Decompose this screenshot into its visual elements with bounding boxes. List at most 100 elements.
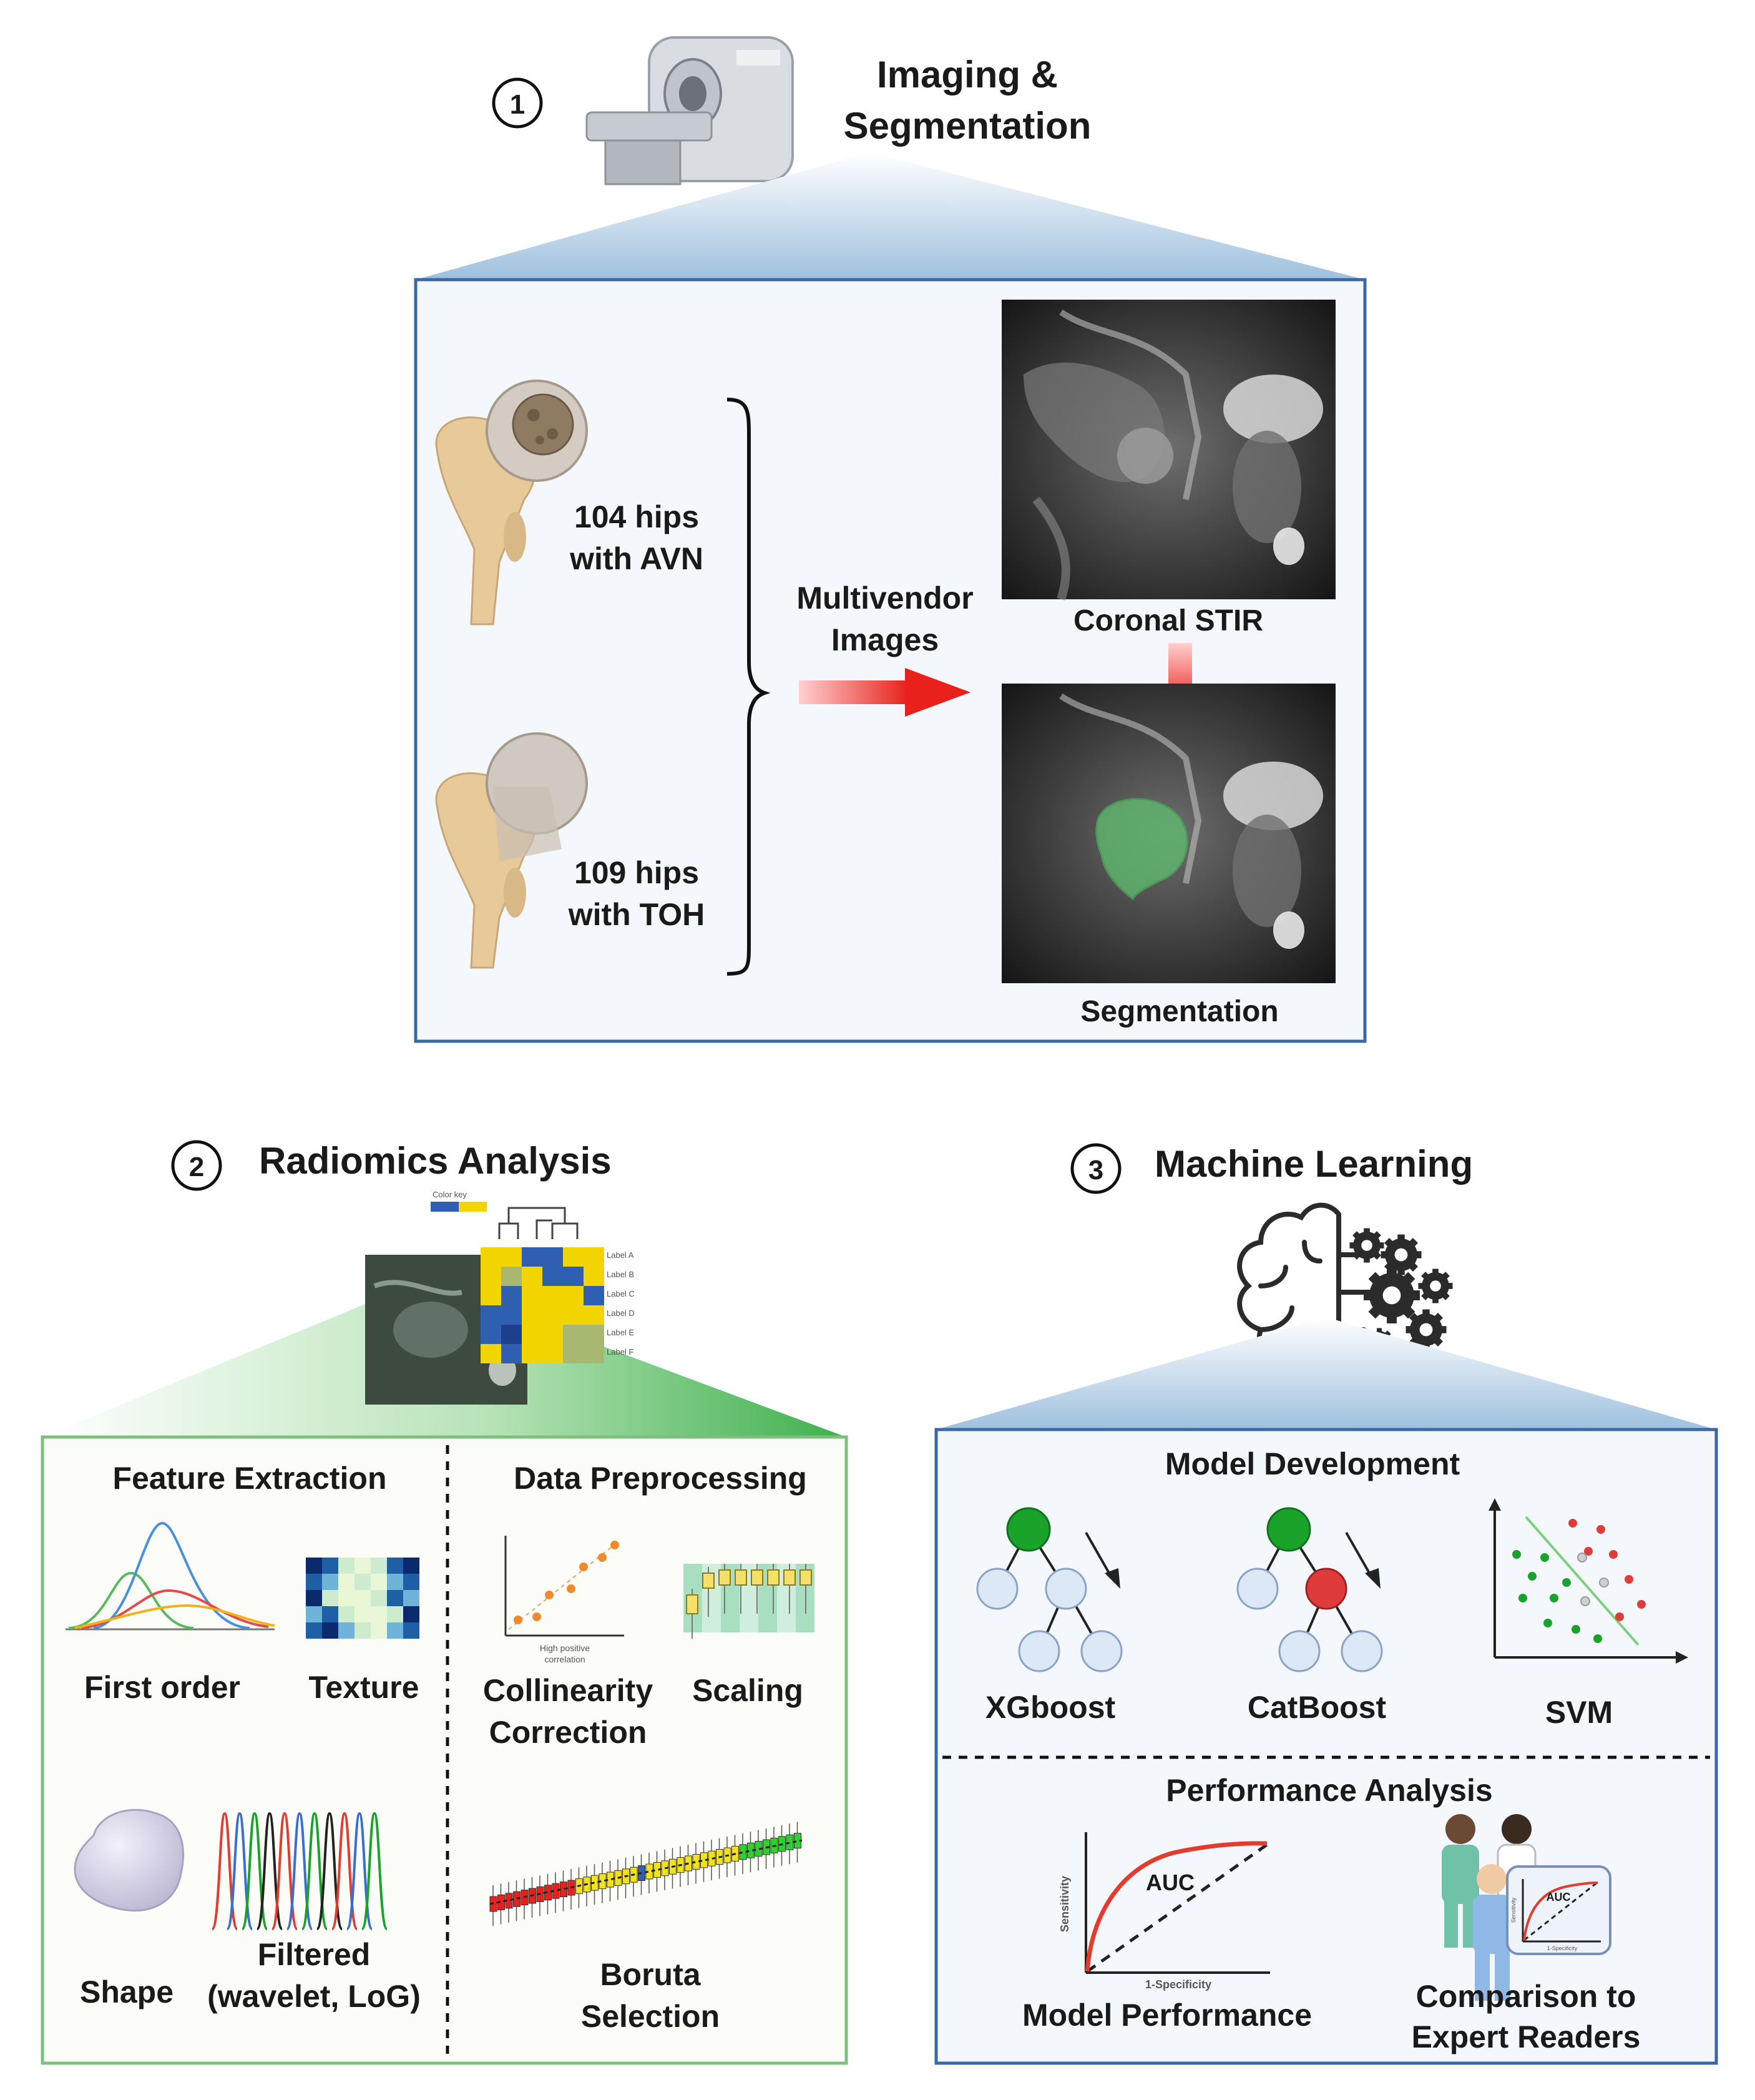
heatmap-cell (522, 1267, 542, 1286)
first-order-curves-icon (66, 1521, 275, 1631)
texture-cell (322, 1606, 338, 1622)
grouping-brace (726, 398, 771, 976)
toh-count-line1: 109 hips (574, 855, 699, 890)
gear (1364, 1267, 1420, 1323)
heatmap-cell (501, 1247, 522, 1267)
heatmap-cell (522, 1247, 542, 1267)
scaling-box (686, 1594, 698, 1614)
scaling-box (735, 1569, 747, 1586)
heatmap-cell (542, 1325, 563, 1344)
texture-cell (354, 1558, 371, 1574)
section1-roof (416, 152, 1365, 280)
scaling-box (702, 1573, 715, 1589)
heatmap-cell (542, 1247, 563, 1267)
mri-scanner-icon (585, 36, 794, 185)
mini-sensitivity-label: Sensitivity (1510, 1897, 1517, 1923)
mini-specificity-label: 1-Specificity (1547, 1945, 1578, 1951)
collinearity-label-line2: Correction (489, 1715, 647, 1750)
heatmap-cell (501, 1286, 522, 1305)
model-development-heading: Model Development (1165, 1446, 1460, 1481)
coronal-stir-label: Coronal STIR (1073, 604, 1263, 637)
section1-title-line2: Segmentation (844, 105, 1092, 147)
gear (1381, 1234, 1422, 1275)
scaling-boxplot-icon (683, 1564, 814, 1639)
section1-title-line1: Imaging & (877, 54, 1058, 96)
feature-extraction-heading: Feature Extraction (112, 1461, 386, 1496)
scaling-box (767, 1569, 780, 1586)
performance-analysis-heading: Performance Analysis (1166, 1773, 1492, 1808)
texture-cell (306, 1558, 322, 1574)
heatmap-cell (563, 1247, 584, 1267)
section2-frame (41, 1435, 848, 2065)
boruta-median-line (489, 1839, 803, 1905)
texture-cell (306, 1590, 322, 1606)
segmentation-label: Segmentation (1080, 995, 1278, 1028)
heatmap-cell (542, 1267, 563, 1286)
texture-cell (403, 1606, 419, 1622)
heatmap-cell (563, 1267, 584, 1286)
heatmap-cell (584, 1267, 604, 1286)
section3-roof (936, 1317, 1716, 1430)
texture-cell (387, 1590, 403, 1606)
heatmap-cell (522, 1305, 542, 1325)
catboost-tree-icon (1236, 1507, 1383, 1672)
toh-count-line2: with TOH (568, 897, 705, 932)
heatmap-color-key: Color key (433, 1190, 467, 1199)
section-machine-learning: 3 Machine Learning Model Development (934, 1143, 1718, 2065)
svm-plot-icon (1489, 1498, 1688, 1664)
heatmap-cell (584, 1344, 604, 1363)
femur-toh-illustration (435, 732, 588, 969)
texture-cell (387, 1574, 403, 1590)
heatmap-label-a: Label A (607, 1250, 634, 1260)
heatmap-cell (501, 1267, 522, 1286)
boruta-boxplot-icon (489, 1822, 803, 1926)
texture-cell (403, 1590, 419, 1606)
heatmap-cell (542, 1286, 563, 1305)
texture-cell (322, 1558, 338, 1574)
texture-cell (338, 1558, 354, 1574)
scaling-label: Scaling (692, 1673, 803, 1708)
roc-curve-icon: AUC Sensitivity 1-Specificity (1058, 1832, 1270, 1991)
heatmap-cell (584, 1286, 604, 1305)
avn-count-line1: 104 hips (574, 499, 699, 534)
texture-cell (371, 1606, 387, 1622)
heatmap-cell (481, 1267, 501, 1286)
texture-cell (403, 1558, 419, 1574)
gear-hole (1361, 1240, 1372, 1251)
heatmap-cell (563, 1325, 584, 1344)
heatmap-label-b: Label B (607, 1270, 634, 1279)
expert-readers-illustration: AUC Sensitivity 1-Specificity (1442, 1814, 1611, 2001)
gear-hole (1394, 1248, 1408, 1262)
texture-cell (322, 1622, 338, 1639)
arrow-right-red (799, 668, 970, 717)
gear-hole (1382, 1286, 1401, 1305)
heatmap-cell (522, 1344, 542, 1363)
texture-cell (403, 1622, 419, 1639)
segmentation-mask (1095, 798, 1188, 901)
texture-cell (354, 1606, 371, 1622)
first-order-label: First order (84, 1670, 240, 1705)
scaling-box (799, 1569, 812, 1586)
texture-cell (371, 1590, 387, 1606)
specificity-axis-label: 1-Specificity (1145, 1978, 1211, 1991)
gear-hole (1419, 1323, 1433, 1337)
heatmap-cell (563, 1344, 584, 1363)
shape-blob-icon (74, 1808, 185, 1912)
section-imaging-segmentation: 1 Imaging & Segmentation 104 hips with A… (414, 36, 1367, 1043)
boruta-box (513, 1891, 521, 1907)
gear (1349, 1228, 1384, 1263)
mini-auc-label: AUC (1547, 1891, 1571, 1903)
section3-frame (934, 1428, 1718, 2065)
texture-cell (322, 1590, 338, 1606)
gears-icon (1349, 1228, 1453, 1357)
heatmap-cell (501, 1305, 522, 1325)
texture-label: Texture (309, 1670, 419, 1705)
texture-cell (338, 1606, 354, 1622)
texture-cell (387, 1558, 403, 1574)
multivendor-line2: Images (831, 622, 939, 657)
filtered-label-line1: Filtered (258, 1937, 371, 1972)
data-preprocessing-heading: Data Preprocessing (514, 1461, 807, 1496)
texture-cell (306, 1622, 322, 1639)
femur-avn-illustration (435, 380, 588, 626)
